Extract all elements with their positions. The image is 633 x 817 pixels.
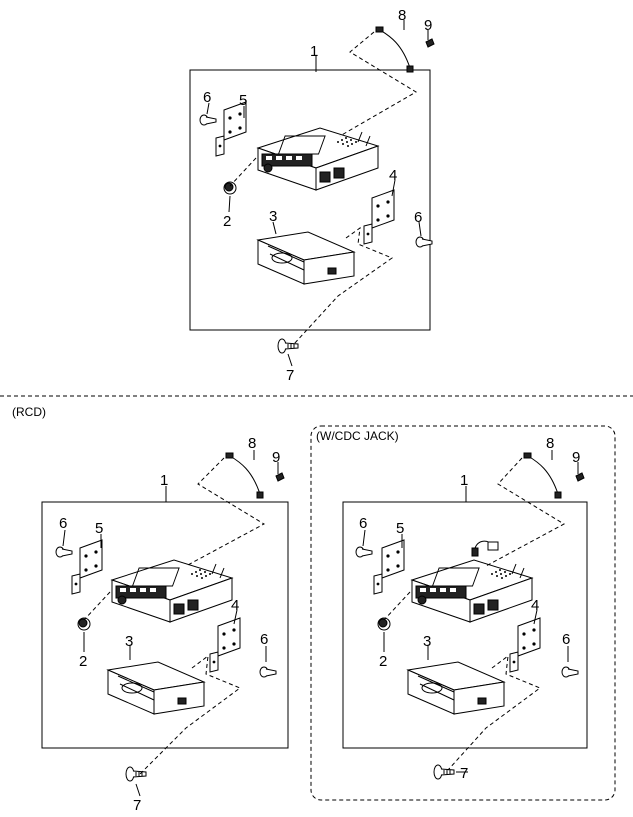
clip (275, 472, 285, 482)
callout-5: 5 (396, 520, 404, 537)
callout-5: 5 (239, 92, 247, 109)
left-bracket (71, 539, 103, 595)
radio-head-unit (257, 127, 379, 191)
callout-8: 8 (248, 435, 256, 452)
screw (561, 666, 579, 678)
callout-1: 1 (160, 472, 168, 489)
screw (355, 546, 373, 558)
cdc-jack-connector (471, 540, 499, 557)
antenna-cable (523, 452, 562, 499)
callout-4: 4 (389, 167, 397, 184)
callout-2: 2 (79, 653, 87, 670)
callout-7: 7 (460, 765, 468, 782)
callout-6: 6 (414, 209, 422, 226)
mounting-bolt (125, 766, 147, 782)
callout-5: 5 (95, 520, 103, 537)
callout-7: 7 (286, 367, 294, 384)
callout-2: 2 (379, 653, 387, 670)
callout-9: 9 (272, 449, 280, 466)
callout-3: 3 (423, 633, 431, 650)
callout-9: 9 (424, 17, 432, 34)
clip (575, 472, 585, 482)
callout-9: 9 (572, 449, 580, 466)
callout-1: 1 (310, 43, 318, 60)
callout-3: 3 (125, 633, 133, 650)
pocket-tray (257, 231, 355, 285)
radio-head-unit (111, 559, 233, 623)
rcd-section-title: (RCD) (12, 405, 46, 419)
radio-head-unit (411, 559, 533, 623)
callout-8: 8 (546, 435, 554, 452)
callout-7: 7 (133, 797, 141, 814)
rcd-assembly-box (41, 501, 289, 749)
clip (425, 38, 435, 48)
rcd-assembly: (RCD) 1 8 9 6 5 4 6 2 3 7 (12, 405, 289, 814)
antenna-cable (225, 452, 264, 499)
callout-4: 4 (531, 597, 539, 614)
top-assembly: 1 8 9 6 5 4 6 2 3 7 (189, 7, 435, 384)
callout-2: 2 (223, 213, 231, 230)
pocket-tray (407, 661, 505, 715)
pocket-tray (107, 661, 205, 715)
cdc-assembly-box (342, 501, 588, 749)
callout-3: 3 (269, 208, 277, 225)
antenna-cable (375, 26, 414, 73)
right-bracket (209, 617, 241, 673)
cdc-dashed-frame (310, 425, 616, 801)
screw (259, 666, 277, 678)
cdc-section-title: (W/CDC JACK) (316, 429, 399, 443)
callout-6: 6 (562, 631, 570, 648)
top-assembly-box (189, 69, 431, 331)
right-bracket (363, 189, 395, 245)
knob (223, 181, 237, 195)
left-bracket (215, 101, 247, 157)
callout-8: 8 (398, 7, 406, 24)
right-bracket (509, 617, 541, 673)
callout-6: 6 (203, 89, 211, 106)
callout-6: 6 (59, 515, 67, 532)
callout-6: 6 (359, 515, 367, 532)
mounting-bolt (433, 764, 455, 780)
callout-1: 1 (460, 472, 468, 489)
callout-6: 6 (260, 631, 268, 648)
left-bracket (373, 539, 405, 595)
callout-4: 4 (231, 597, 239, 614)
screw (55, 546, 73, 558)
cdc-assembly: (W/CDC JACK) 1 8 9 6 (310, 425, 616, 801)
screw (199, 114, 217, 126)
mounting-bolt (277, 338, 299, 354)
